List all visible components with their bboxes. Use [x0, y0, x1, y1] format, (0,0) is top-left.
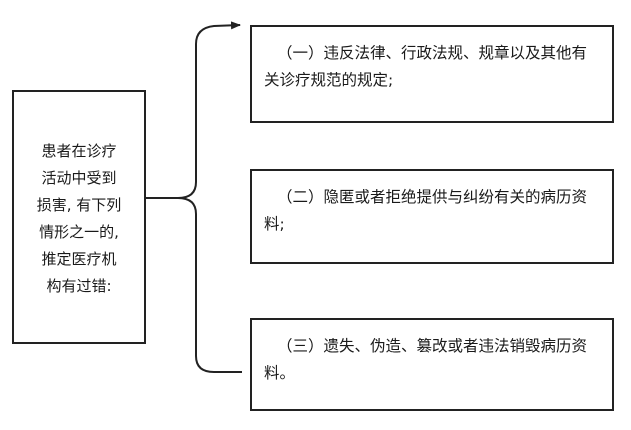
condition-box-2: （二）隐匿或者拒绝提供与纠纷有关的病历资料;	[250, 169, 614, 264]
premise-line: 活动中受到	[41, 169, 117, 187]
brace-path-lower	[177, 197, 242, 373]
condition-text-2: （二）隐匿或者拒绝提供与纠纷有关的病历资料;	[264, 188, 588, 233]
premise-text: 患者在诊疗 活动中受到 损害, 有下列 情形之一的, 推定医疗机 构有过错:	[25, 138, 133, 300]
premise-box: 患者在诊疗 活动中受到 损害, 有下列 情形之一的, 推定医疗机 构有过错:	[12, 90, 146, 344]
premise-line: 患者在诊疗	[41, 142, 117, 160]
premise-line: 损害, 有下列	[36, 196, 122, 214]
premise-line: 推定医疗机	[41, 250, 117, 268]
premise-line: 情形之一的,	[39, 223, 119, 241]
condition-box-1: （一）违反法律、行政法规、规章以及其他有关诊疗规范的规定;	[250, 25, 614, 123]
condition-text-1: （一）违反法律、行政法规、规章以及其他有关诊疗规范的规定;	[264, 44, 588, 89]
premise-line: 构有过错:	[46, 277, 112, 295]
condition-box-3: （三）遗失、伪造、篡改或者违法销毁病历资料。	[250, 318, 614, 411]
condition-text-3: （三）遗失、伪造、篡改或者违法销毁病历资料。	[264, 337, 588, 382]
brace-path	[146, 21, 241, 199]
